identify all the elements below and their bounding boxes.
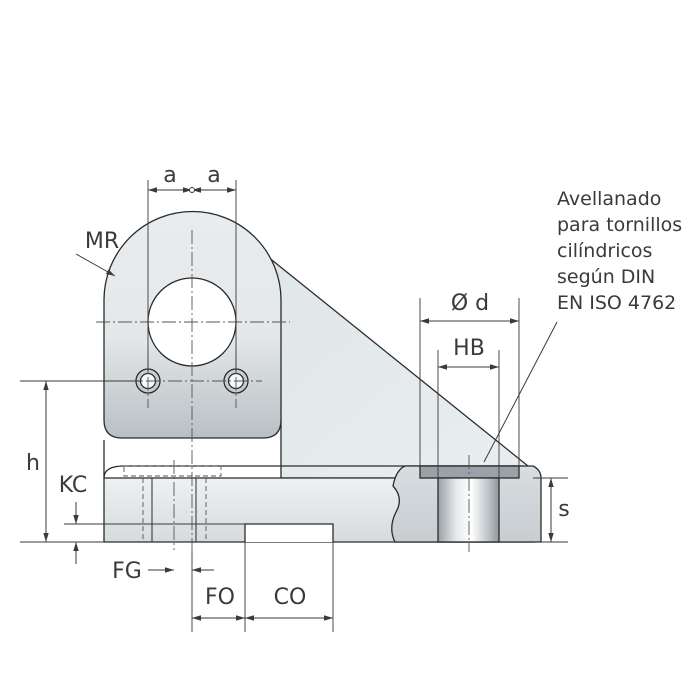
leader-mr: [75, 253, 116, 277]
label-fg: FG: [112, 559, 142, 584]
label-hb: HB: [453, 336, 485, 361]
label-od: Ø d: [451, 291, 489, 316]
dimension-s: [533, 477, 568, 543]
dimension-a: [147, 180, 237, 372]
leader-note: [483, 321, 558, 463]
dimension-fo-co: [191, 542, 334, 632]
dimension-kc: [64, 502, 245, 564]
hidden-hole-left: [123, 465, 222, 542]
base-slot: [244, 523, 334, 542]
label-s: s: [558, 497, 569, 522]
label-h: h: [26, 451, 40, 476]
label-fo: FO: [205, 585, 235, 610]
note-line-1: Avellanado: [557, 188, 661, 210]
dimension-od: [419, 298, 520, 466]
label-a-left: a: [163, 163, 176, 188]
note-line-3: cilíndricos: [557, 240, 652, 262]
note-line-2: para tornillos: [557, 214, 682, 236]
dimension-h: [20, 380, 140, 543]
label-co: CO: [274, 585, 307, 610]
note-countersink: Avellanado para tornillos cilíndricos se…: [557, 188, 682, 314]
label-a-right: a: [207, 163, 220, 188]
note-line-5: EN ISO 4762: [557, 292, 676, 314]
dimension-hb: [437, 350, 500, 478]
label-kc: KC: [59, 473, 88, 498]
counterbore: [419, 465, 520, 479]
label-mr: MR: [85, 229, 119, 254]
through-bore: [437, 477, 500, 543]
note-line-4: según DIN: [557, 266, 655, 288]
